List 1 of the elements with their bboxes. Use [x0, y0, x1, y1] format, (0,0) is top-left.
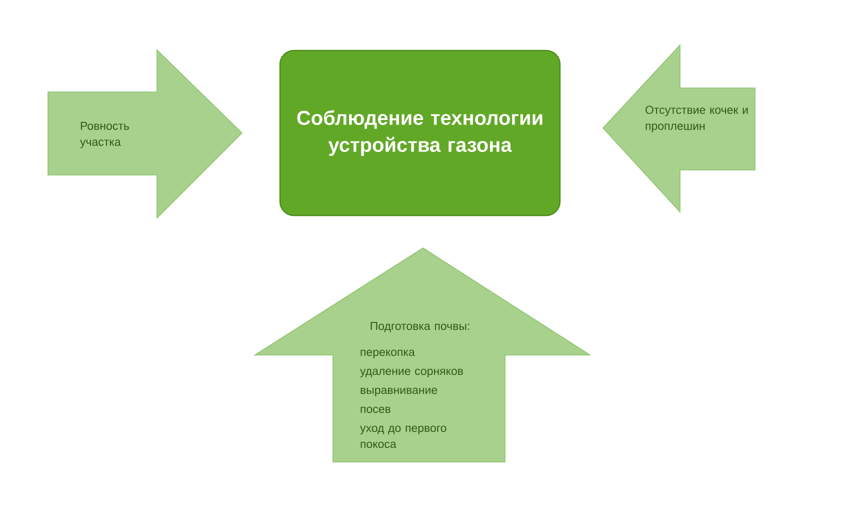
process-box: Соблюдение технологии устройства газона [279, 50, 561, 216]
